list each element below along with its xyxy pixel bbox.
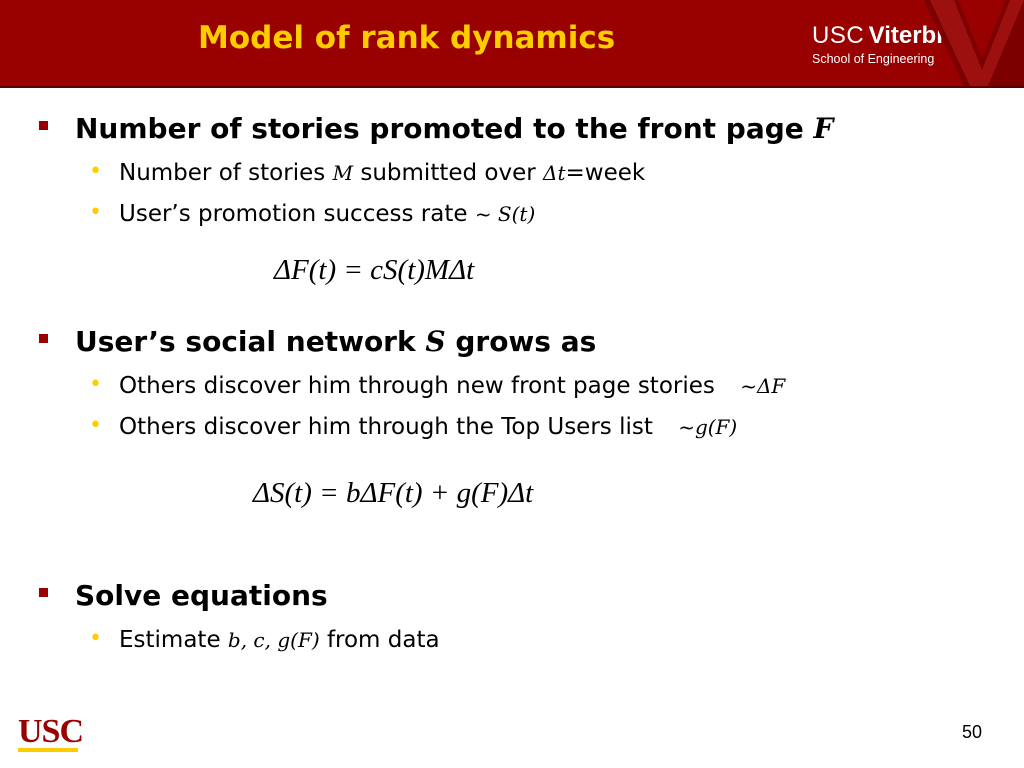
bullet-dot-icon: •	[89, 626, 102, 651]
bullet-dot-icon: •	[89, 413, 102, 438]
bullet-square-icon	[39, 121, 48, 130]
bullet-dot-icon: •	[89, 372, 102, 397]
viterbi-v-logo-icon	[924, 0, 1024, 86]
usc-footer-logo: USC	[18, 713, 84, 750]
brand-viterbi: Viterbi	[868, 22, 943, 49]
bullet-dot-icon: •	[89, 159, 102, 184]
bullet-estimate: • Estimate b, c, g(F) from data	[89, 626, 440, 653]
bullet-dot-icon: •	[89, 200, 102, 225]
header-divider	[0, 86, 1024, 88]
brand-usc: USC	[812, 22, 865, 49]
page-number: 50	[962, 722, 983, 742]
slide-title: Model of rank dynamics	[198, 20, 616, 56]
bullet-square-icon	[39, 334, 48, 343]
bullet-top-users-discovery: • Others discover him through the Top Us…	[89, 413, 738, 440]
equation-delta-s: ΔS(t) = bΔF(t) + g(F)Δt	[253, 477, 534, 509]
brand-logo: USC Viterbi	[812, 22, 943, 50]
brand-subtitle: School of Engineering	[812, 52, 935, 66]
bullet-square-icon	[39, 588, 48, 597]
slide-header: Model of rank dynamics USC Viterbi Schoo…	[0, 0, 1024, 86]
footer-logo-bar	[18, 748, 78, 752]
bullet-promotion-rate: • User’s promotion success rate ~ S(t)	[89, 200, 536, 227]
bullet-front-page-discovery: • Others discover him through new front …	[89, 372, 786, 399]
section-heading-front-page: Number of stories promoted to the front …	[39, 112, 833, 145]
bullet-stories-submitted: • Number of stories M submitted over Δt=…	[89, 159, 646, 186]
section-heading-solve: Solve equations	[39, 579, 328, 612]
equation-delta-f: ΔF(t) = cS(t)MΔt	[274, 254, 475, 286]
section-heading-social-network: User’s social network S grows as	[39, 325, 596, 358]
